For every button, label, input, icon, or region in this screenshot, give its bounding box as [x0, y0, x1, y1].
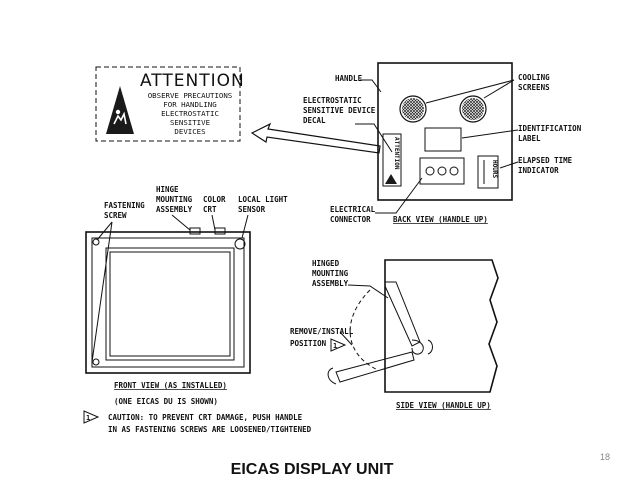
attention-title: ATTENTION	[140, 71, 245, 91]
side-view-housing	[384, 259, 499, 393]
hinged-label-3: ASSEMBLY	[312, 279, 349, 288]
hinge-label-3: ASSEMBLY	[156, 205, 193, 214]
slide-title: EICAS DISPLAY UNIT	[231, 461, 394, 478]
esd-decal-label-1: ELECTROSTATIC	[303, 96, 362, 105]
screw-leader-1	[96, 221, 113, 241]
crt-screen-inner	[109, 251, 231, 357]
attention-line-3: ELECTROSTATIC	[161, 109, 219, 118]
handle-travel-arc	[349, 289, 379, 371]
elapsed-time-label-1: ELAPSED TIME	[518, 156, 573, 165]
remove-install-leader	[339, 331, 353, 346]
hinge-label-2: MOUNTING	[156, 195, 193, 204]
screw-leader-2	[91, 221, 113, 363]
elapsed-time-indicator: HOURS	[477, 155, 499, 189]
hinge-leader	[171, 214, 191, 231]
connector-label-1: ELECTRICAL	[330, 205, 376, 214]
sensor-leader	[241, 214, 249, 239]
handle-label: HANDLE	[335, 74, 363, 83]
front-bezel-inner	[91, 237, 245, 368]
elapsed-time-label-2: INDICATOR	[518, 166, 559, 175]
side-view: HINGED MOUNTING ASSEMBLY REMOVE/INSTALL …	[290, 259, 499, 410]
esd-decal-leader	[355, 123, 393, 153]
callout-arrow	[250, 122, 381, 154]
connector-leader	[375, 177, 423, 214]
cooling-screens-label-1: COOLING	[518, 73, 550, 82]
attention-line-5: DEVICES	[174, 127, 205, 136]
connector-label-2: CONNECTOR	[330, 215, 371, 224]
position-label: POSITION	[290, 339, 327, 348]
front-view: FASTENING SCREW HINGE MOUNTING ASSEMBLY …	[85, 185, 288, 406]
hinged-assembly-leader	[347, 284, 389, 299]
cooling-leader-1	[483, 79, 515, 99]
light-sensor-label-1: LOCAL LIGHT	[238, 195, 288, 204]
caution-note: 1 CAUTION: TO PREVENT CRT DAMAGE, PUSH H…	[83, 410, 312, 434]
local-light-sensor	[234, 238, 246, 250]
front-bezel-outer	[85, 231, 251, 374]
fastening-screw-label-1: FASTENING	[104, 201, 145, 210]
caution-flag-number: 1	[86, 414, 90, 422]
color-crt-label-2: CRT	[203, 205, 217, 214]
hinged-label-2: MOUNTING	[312, 269, 349, 278]
hours-text: HOURS	[491, 160, 498, 178]
attention-decal-border	[95, 66, 241, 142]
identification-label-2: LABEL	[518, 134, 541, 143]
handle-grip	[327, 367, 337, 385]
attention-decal: ATTENTION OBSERVE PRECAUTIONS FOR HANDLI…	[95, 66, 245, 142]
back-view: ATTENTION HOURS HANDLE COOLING SCREENS E…	[303, 62, 582, 224]
fastening-screw-label-2: SCREW	[104, 211, 127, 220]
position-flag-marker: 1	[330, 338, 347, 352]
esd-device-decal: ATTENTION	[382, 133, 402, 187]
esd-decal-label-3: DECAL	[303, 116, 326, 125]
caution-line-1: CAUTION: TO PREVENT CRT DAMAGE, PUSH HAN…	[108, 413, 303, 422]
hinged-arm	[384, 281, 421, 347]
crt-leader	[211, 214, 216, 231]
identification-label-1: IDENTIFICATION	[518, 124, 582, 133]
electrical-connector	[419, 157, 465, 185]
fastening-screw-top	[92, 238, 100, 246]
hinge-latch	[427, 339, 433, 355]
hinge-hook	[411, 339, 424, 355]
side-view-caption: SIDE VIEW (HANDLE UP)	[396, 401, 491, 410]
back-view-caption: BACK VIEW (HANDLE UP)	[393, 215, 488, 224]
cooling-leader-2	[425, 79, 515, 104]
esd-decal-text: ATTENTION	[393, 137, 400, 170]
remove-install-label: REMOVE/INSTALL	[290, 327, 354, 336]
cooling-screen-right	[459, 95, 487, 123]
attention-line-2: FOR HANDLING	[163, 100, 216, 109]
crt-top-tab	[214, 227, 226, 235]
hinge-tab	[189, 227, 201, 235]
cooling-screens-label-2: SCREENS	[518, 83, 550, 92]
position-flag-number: 1	[333, 342, 337, 350]
color-crt-label-1: COLOR	[203, 195, 226, 204]
elapsed-time-leader	[499, 161, 519, 169]
front-view-subcaption: (ONE EICAS DU IS SHOWN)	[114, 397, 218, 406]
caution-flag-marker: 1	[83, 410, 100, 424]
handle-remove-position	[335, 351, 415, 383]
color-crt-screen	[105, 247, 235, 361]
page-number: 18	[600, 452, 610, 462]
attention-line-1: OBSERVE PRECAUTIONS	[148, 91, 233, 100]
identification-label-plate	[424, 127, 462, 152]
light-sensor-label-2: SENSOR	[238, 205, 266, 214]
esd-decal-label-2: SENSITIVE DEVICE	[303, 106, 376, 115]
hinge-label-1: HINGE	[156, 185, 179, 194]
front-view-caption: FRONT VIEW (AS INSTALLED)	[114, 381, 227, 390]
handle-leader	[360, 79, 382, 93]
identification-leader	[461, 129, 519, 139]
hinged-label-1: HINGED	[312, 259, 340, 268]
esd-warning-icon	[106, 86, 134, 134]
cooling-screen-left	[399, 95, 427, 123]
back-view-housing	[377, 62, 513, 201]
fastening-screw-bottom	[92, 358, 100, 366]
caution-line-2: IN AS FASTENING SCREWS ARE LOOSENED/TIGH…	[108, 425, 312, 434]
attention-line-4: SENSITIVE	[170, 118, 210, 127]
